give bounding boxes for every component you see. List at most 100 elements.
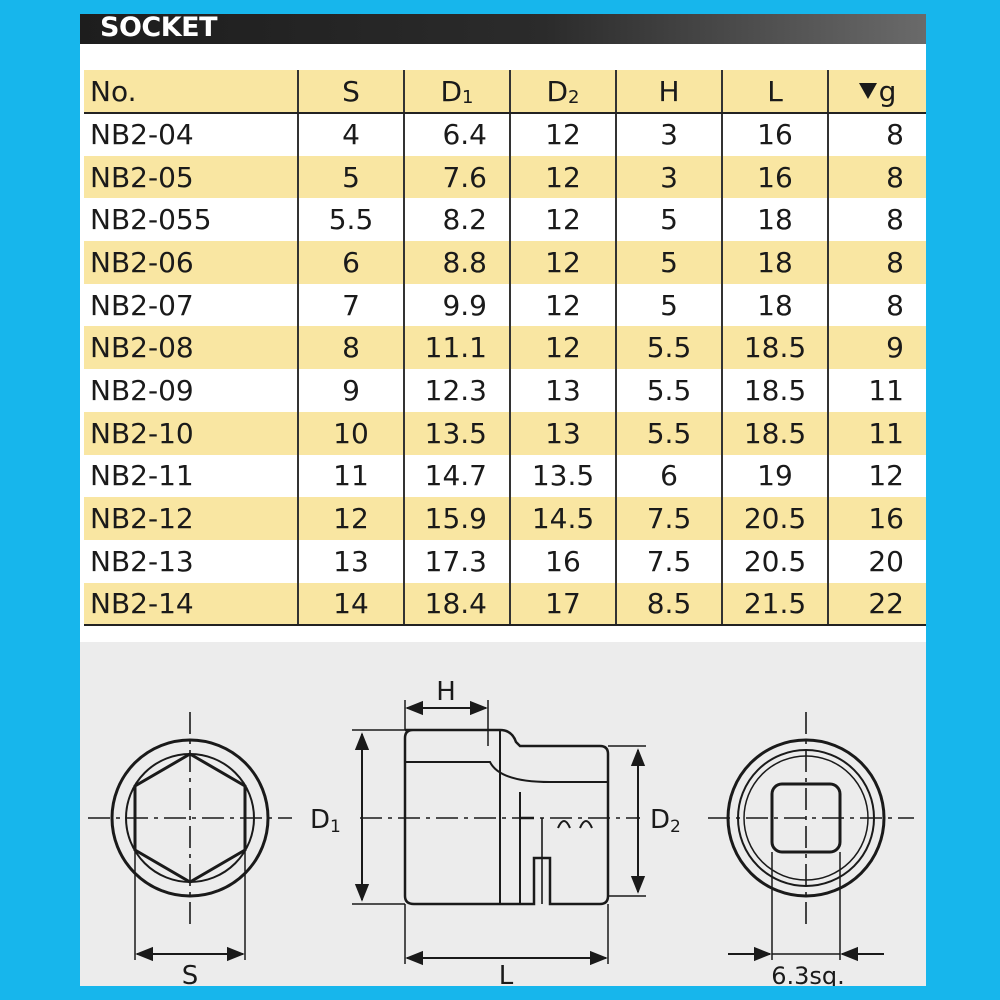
cell-d1: 11.1 xyxy=(403,326,510,370)
cell-weight: 11 xyxy=(827,411,926,455)
section-title: SOCKET xyxy=(100,12,218,43)
cell-s: 5 xyxy=(297,155,404,199)
cell-d2: 13 xyxy=(509,411,616,455)
cell-l: 18.5 xyxy=(721,411,828,455)
cell-h: 3 xyxy=(615,113,722,156)
cell-l: 18.5 xyxy=(721,369,828,412)
cell-weight: 8 xyxy=(827,283,926,327)
cell-d2: 14.5 xyxy=(509,497,616,540)
cell-no: NB2-06 xyxy=(84,241,298,284)
cell-d1: 15.9 xyxy=(403,497,510,540)
cell-no: NB2-12 xyxy=(84,497,298,540)
cell-d1: 17.3 xyxy=(403,539,510,583)
cell-no: NB2-08 xyxy=(84,326,298,370)
cell-weight: 22 xyxy=(827,582,926,627)
cell-s: 11 xyxy=(297,454,404,498)
side-profile-view xyxy=(352,700,646,966)
label-h: H xyxy=(436,677,456,707)
cell-d2: 12 xyxy=(509,241,616,284)
cell-d2: 12 xyxy=(509,283,616,327)
label-s: S xyxy=(182,961,199,986)
cell-weight: 8 xyxy=(827,155,926,199)
cell-s: 5.5 xyxy=(297,198,404,242)
label-drive-size: 6.3sq. xyxy=(771,962,845,986)
cell-no: NB2-055 xyxy=(90,203,212,237)
cell-l: 18.5 xyxy=(721,326,828,370)
cell-h: 5 xyxy=(615,198,722,242)
weight-triangle-icon xyxy=(858,82,877,99)
header-no: No. xyxy=(84,70,298,114)
cell-l: 20.5 xyxy=(721,539,828,583)
cell-l: 19 xyxy=(721,454,828,498)
cell-weight: 12 xyxy=(827,454,926,498)
cell-no: NB2-10 xyxy=(84,411,298,455)
cell-s: 13 xyxy=(297,539,404,583)
cell-l: 16 xyxy=(721,155,828,199)
cell-d2: 13 xyxy=(509,369,616,412)
cell-weight: 9 xyxy=(827,326,926,370)
cell-h: 3 xyxy=(615,155,722,199)
cell-weight: 20 xyxy=(827,539,926,583)
cell-h: 7.5 xyxy=(615,497,722,540)
square-drive-view xyxy=(708,712,914,962)
hex-end-view xyxy=(88,712,292,962)
cell-h: 5 xyxy=(615,241,722,284)
cell-l: 20.5 xyxy=(721,497,828,540)
section-title-bar: SOCKET xyxy=(80,14,926,44)
cell-d1: 6.4 xyxy=(403,113,510,156)
header-l: L xyxy=(721,70,828,114)
cell-d1: 18.4 xyxy=(403,582,510,627)
header-weight: g xyxy=(827,70,926,114)
cell-l: 18 xyxy=(721,283,828,327)
label-d2: D2 xyxy=(650,805,681,837)
cell-d1: 13.5 xyxy=(403,411,510,455)
cell-h: 5.5 xyxy=(615,326,722,370)
cell-d2: 12 xyxy=(509,326,616,370)
cell-no: NB2-11 xyxy=(90,459,194,493)
cell-weight: 8 xyxy=(827,198,926,242)
cell-s: 7 xyxy=(297,283,404,327)
cell-d2: 12 xyxy=(509,198,616,242)
cell-d1: 8.8 xyxy=(403,241,510,284)
table-header-row: No. S D1 D2 H L g xyxy=(84,70,926,114)
socket-diagram: S xyxy=(88,677,914,986)
header-h: H xyxy=(615,70,722,114)
cell-no: NB2-13 xyxy=(90,544,194,578)
cell-no: NB2-07 xyxy=(90,288,194,322)
header-d2: D2 xyxy=(509,70,616,114)
cell-no: NB2-04 xyxy=(90,118,194,152)
cell-weight: 8 xyxy=(827,113,926,156)
cell-h: 5.5 xyxy=(615,369,722,412)
label-l: L xyxy=(499,961,514,986)
cell-d1: 9.9 xyxy=(403,283,510,327)
header-s: S xyxy=(297,70,404,114)
cell-no: NB2-09 xyxy=(90,373,194,407)
cell-l: 21.5 xyxy=(721,582,828,627)
cell-h: 5 xyxy=(615,283,722,327)
cell-no: NB2-05 xyxy=(84,155,298,199)
cell-l: 18 xyxy=(721,198,828,242)
cell-l: 18 xyxy=(721,241,828,284)
cell-weight: 8 xyxy=(827,241,926,284)
cell-d2: 17 xyxy=(509,582,616,627)
cell-d2: 12 xyxy=(509,113,616,156)
cell-no: NB2-14 xyxy=(84,582,298,627)
cell-d1: 14.7 xyxy=(403,454,510,498)
cell-d2: 12 xyxy=(509,155,616,199)
header-d1: D1 xyxy=(403,70,510,114)
cell-d2: 16 xyxy=(509,539,616,583)
cell-s: 6 xyxy=(297,241,404,284)
cell-s: 10 xyxy=(297,411,404,455)
